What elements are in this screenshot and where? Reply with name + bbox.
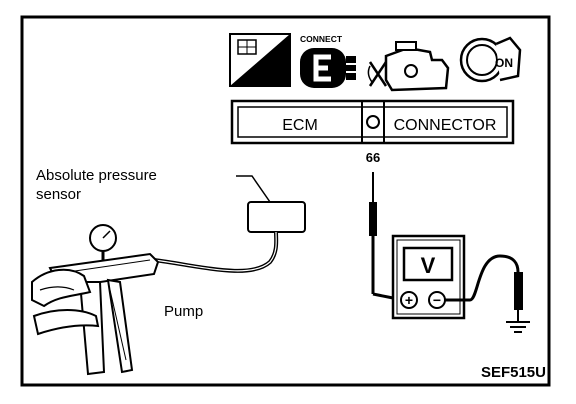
sensor-leader-line: [236, 175, 271, 203]
positive-probe: [369, 172, 394, 300]
engine-icon: [367, 41, 450, 92]
pin-number-label: 66: [366, 150, 380, 165]
connector-label: CONNECTOR: [394, 117, 497, 134]
connect-caption: CONNECT: [300, 34, 343, 44]
absolute-pressure-sensor: [247, 201, 306, 233]
minus-terminal-symbol: −: [433, 292, 441, 308]
figure-code: SEF515U: [481, 364, 546, 381]
ground-symbol: [506, 321, 530, 333]
sensor-label-line2: sensor: [36, 186, 81, 203]
ecm-connector: ECM CONNECTOR 66: [230, 99, 515, 165]
pump-label: Pump: [164, 303, 203, 320]
connector-pin-circle: [366, 115, 380, 129]
vacuum-hose: [153, 231, 279, 273]
vacuum-pump: [31, 224, 160, 376]
sensor-label-line1: Absolute pressure: [36, 167, 157, 184]
plus-terminal: [400, 291, 418, 309]
plus-terminal-symbol: +: [405, 292, 413, 308]
connect-icon: CONNECT: [300, 34, 358, 88]
service-data-icon: H.S.: [229, 33, 291, 87]
ignition-key-icon: ON: [459, 36, 522, 83]
voltmeter: V + −: [391, 234, 466, 320]
hs-badge-text: H.S.: [250, 71, 273, 85]
ecm-label: ECM: [282, 117, 318, 134]
voltmeter-display: [402, 246, 454, 282]
voltmeter-display-symbol: V: [421, 253, 436, 278]
diagram-frame: [20, 15, 551, 387]
ignition-on-label: ON: [495, 56, 513, 70]
negative-probe: [445, 254, 523, 322]
